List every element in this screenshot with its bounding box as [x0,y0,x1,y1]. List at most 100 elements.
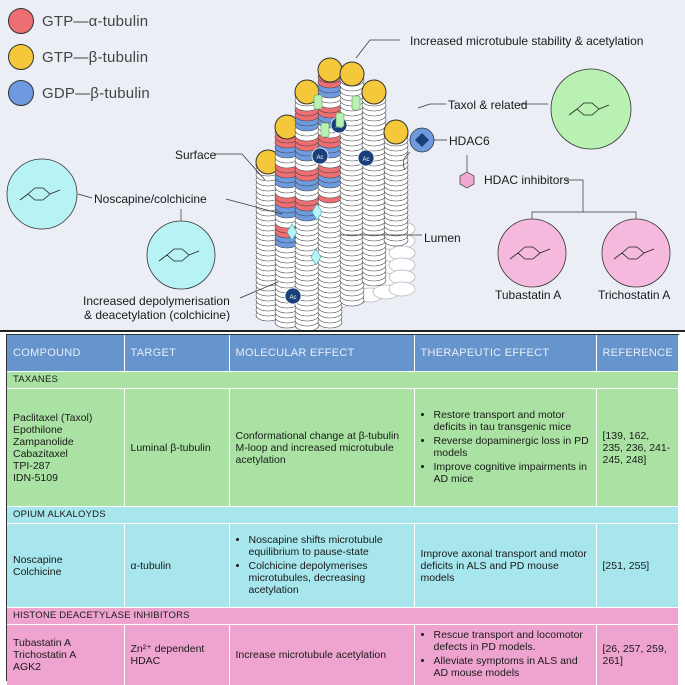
label-trichostatin: Trichostatin A [598,288,671,302]
noscapine-right-leader [225,198,283,215]
label-stability: Increased microtubule stability & acetyl… [410,34,644,48]
label-surface: Surface [175,148,217,162]
legend-gdp-beta: GDP—β-tubulin [8,80,150,106]
label-lumen: Lumen [424,231,461,245]
tubastatin-molecule [497,218,567,288]
therapeutic-item: Restore transport and motor deficits in … [434,409,590,433]
legend-swatch-gtp-alpha [8,8,34,34]
compound-name: Zampanolide [13,435,74,448]
therapeutic-item: Rescue transport and locomotor defects i… [434,629,590,653]
noscapine-marker [311,203,323,221]
acetyl-marker [284,287,302,305]
compound-cell: Paclitaxel (Taxol) Epothilone Zampanolid… [7,388,125,507]
molecular-effect-cell: Conformational change at β-tubulin M-loo… [229,388,415,507]
therapeutic-effect-cell: Improve axonal transport and motor defic… [414,523,597,608]
label-noscapine-colchicine: Noscapine/colchicine [94,192,207,206]
compound-name: Cabazitaxel [13,447,68,460]
table-header-row: COMPOUND TARGET MOLECULAR EFFECT THERAPE… [7,335,679,372]
table-row: Tubastatin A Trichostatin A AGK2 Zn²⁺ de… [7,624,679,685]
section-row-taxanes: TAXANES [7,371,679,389]
noscapine-marker [286,223,298,241]
compound-cell: Noscapine Colchicine [7,523,125,608]
hdac6-arrow [403,151,411,171]
hdac-bracket [531,211,637,219]
surface-leader [214,153,266,181]
compound-name: IDN-5109 [13,471,58,484]
acetyl-label: Ac [362,157,369,163]
taxol-molecule [550,68,632,150]
target-cell: Luminal β-tubulin [124,388,230,507]
section-row-hdac-inhibitors: HISTONE DEACETYLASE INHIBITORS [7,607,679,625]
diagram-graphics: AcAcAcAc [6,39,671,330]
therapeutic-effect-cell: Restore transport and motor deficits in … [414,388,597,507]
therapeutic-item: Improve cognitive impairments in AD mice [434,461,590,485]
legend-label: GTP—β-tubulin [42,48,149,66]
hdac6-inner [415,133,429,147]
colchicine-molecule [146,220,216,290]
compound-name: TPI-287 [13,459,51,472]
compound-name: Noscapine [13,553,63,566]
taxol-marker [351,95,361,111]
molecular-effect-cell: Increase microtubule acetylation [229,624,415,685]
noscapine-molecule [6,158,78,230]
taxol-marker [335,112,345,128]
section-title: HISTONE DEACETYLASE INHIBITORS [7,607,679,625]
legend-label: GDP—β-tubulin [42,84,150,102]
microtubule-diagram: AcAcAcAc GTP—α-tubulin GTP—β-tubulin GDP… [0,0,685,330]
label-taxol: Taxol & related [448,98,528,112]
label-hdac-inhibitors: HDAC inhibitors [484,173,570,187]
legend-swatch-gtp-beta [8,44,34,70]
depoly-leader [239,281,279,299]
section-title: TAXANES [7,371,679,389]
acetyl-label: Ac [289,295,296,301]
trichostatin-molecule [601,218,671,288]
gtp-beta-cap [339,61,365,87]
section-title: OPIUM ALKALOYDS [7,506,679,524]
target-cell: Zn²⁺ dependent HDAC [124,624,230,685]
noscapine-left-leader [77,193,93,199]
label-depolymerisation-1: Increased depolymerisation [83,294,230,308]
molecular-effect-cell: Noscapine shifts microtubule equilibrium… [229,523,415,608]
label-depolymerisation-2: & deacetylation (colchicine) [84,308,231,322]
compound-name: Colchicine [13,565,62,578]
compound-name: Trichostatin A [13,649,77,661]
taxol-marker [313,94,323,110]
reference-cell: [139, 162, 235, 236, 241-245, 248] [596,388,679,507]
molecular-item: Noscapine shifts microtubule equilibrium… [249,534,408,558]
header-therapeutic-effect: THERAPEUTIC EFFECT [414,335,597,372]
header-target: TARGET [124,335,230,372]
header-molecular-effect: MOLECULAR EFFECT [229,335,415,372]
legend-gtp-beta: GTP—β-tubulin [8,44,148,70]
gtp-beta-cap [317,57,343,83]
compound-table: COMPOUND TARGET MOLECULAR EFFECT THERAPE… [6,334,679,685]
gtp-beta-cap [383,119,409,145]
molecule-skeleton [613,246,655,260]
gtp-beta-cap [361,79,387,105]
acetyl-marker [311,147,329,165]
therapeutic-effect-cell: Rescue transport and locomotor defects i… [414,624,597,685]
molecule-skeleton [568,102,610,116]
table-row: Noscapine Colchicine α-tubulin Noscapine… [7,523,679,608]
taxol-marker [320,122,330,138]
lumen-disk [388,281,416,297]
legend-gtp-alpha: GTP—α-tubulin [8,8,148,34]
header-compound: COMPOUND [7,335,125,372]
label-tubastatin: Tubastatin A [495,288,562,302]
compound-name: Tubastatin A [13,637,71,649]
reference-cell: [26, 257, 259, 261] [596,624,679,685]
section-row-opium-alkaloyds: OPIUM ALKALOYDS [7,506,679,524]
taxol-leader [417,103,446,109]
label-hdac6: HDAC6 [449,134,490,148]
legend-swatch-gdp-beta [8,80,34,106]
target-cell: α-tubulin [124,523,230,608]
therapeutic-item: Reverse dopaminergic loss in PD models [434,435,590,459]
molecule-skeleton [509,246,551,260]
table-row: Paclitaxel (Taxol) Epothilone Zampanolid… [7,388,679,507]
compound-name: AGK2 [13,661,42,673]
molecular-item: Colchicine depolymerises microtubules, d… [249,560,408,596]
compound-name: Epothilone [13,423,63,436]
hdac-branch-leader [566,179,584,212]
header-reference: REFERENCE [596,335,679,372]
divider [0,330,685,332]
